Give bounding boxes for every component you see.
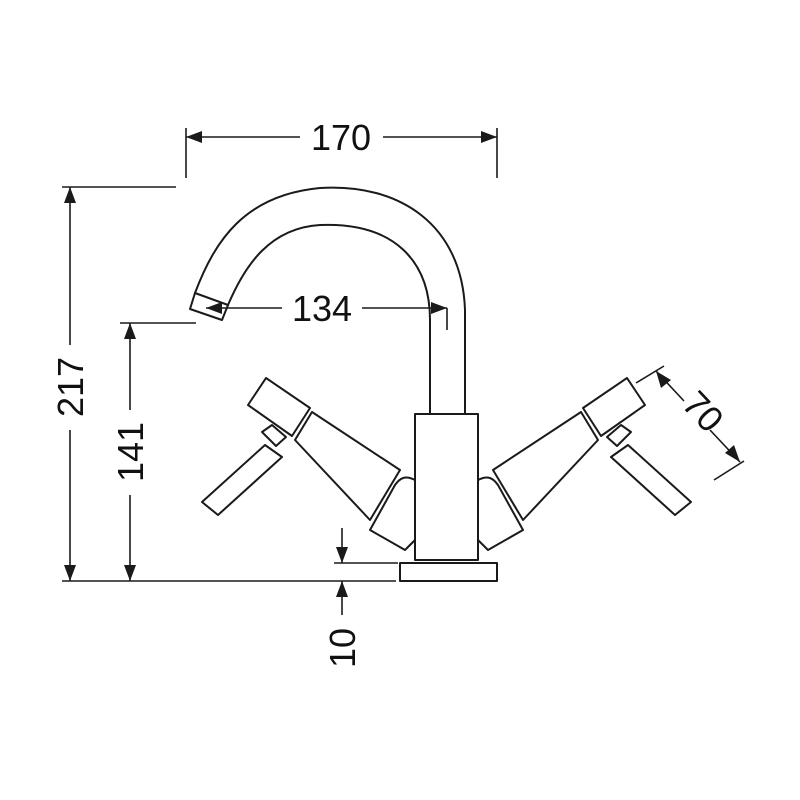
dimension-label-spout-reach: 134: [292, 288, 352, 329]
spout-tip: [189, 292, 229, 321]
dimension-label-base-thickness: 10: [322, 628, 363, 668]
faucet-outline: [189, 186, 692, 582]
right-lever-arm: [610, 444, 692, 516]
left-handle: [201, 377, 416, 551]
left-lever-arm: [201, 444, 283, 516]
spout-outer-curve: [194, 186, 466, 415]
left-lever-stem: [261, 424, 287, 447]
right-lever-cap: [582, 377, 646, 437]
right-lever-stem: [606, 424, 632, 447]
left-collar: [294, 411, 401, 521]
dimension-overall-height: 217: [50, 186, 396, 582]
right-handle: [477, 377, 692, 551]
right-collar: [492, 411, 599, 521]
base-plate: [399, 562, 498, 582]
dimension-spout-height: 141: [110, 322, 196, 581]
dimension-spout-reach: 134: [206, 288, 448, 330]
right-neck: [477, 476, 524, 551]
dimension-handle-length: 70: [635, 365, 745, 481]
dimension-label-handle-length: 70: [674, 383, 731, 440]
dimension-base-thickness: 10: [322, 528, 398, 668]
dimension-label-overall-width: 170: [311, 117, 371, 158]
left-lever-cap: [247, 377, 311, 437]
left-neck: [369, 476, 416, 551]
dimension-overall-width: 170: [185, 117, 498, 178]
spout-inner-curve: [227, 223, 431, 415]
central-body: [414, 413, 479, 561]
dimension-label-spout-height: 141: [110, 422, 151, 482]
dimension-label-overall-height: 217: [50, 357, 91, 417]
